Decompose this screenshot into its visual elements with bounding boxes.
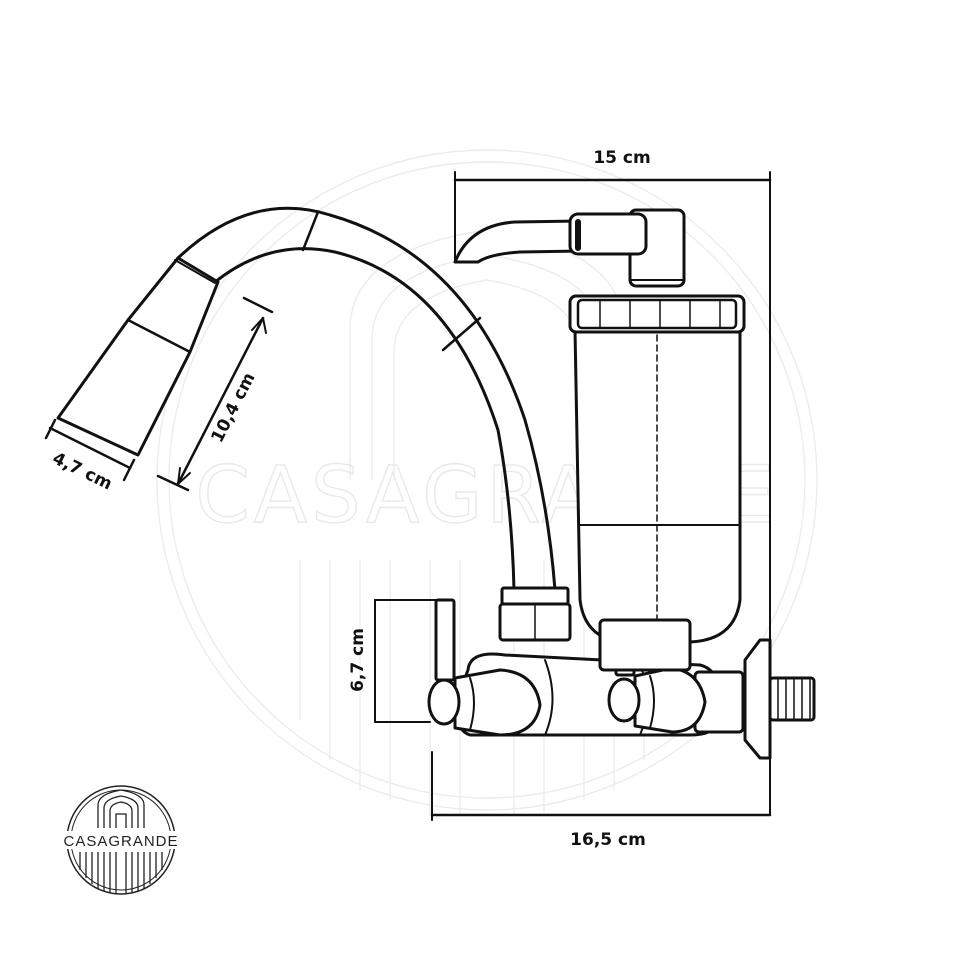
brand-logo: CASAGRANDE — [63, 785, 178, 895]
logo-emblem-icon — [79, 789, 163, 894]
spout-head — [56, 256, 220, 457]
spout-neck — [176, 206, 557, 592]
dimension-handle-height: 6,7 cm — [348, 599, 441, 723]
filter-outlet-spout — [453, 212, 648, 264]
dimension-label-handle-height: 6,7 cm — [348, 628, 368, 692]
dimension-label-base-width: 16,5 cm — [570, 830, 646, 850]
dimension-base-width: 16,5 cm — [430, 751, 772, 850]
logo-text: CASAGRANDE — [63, 833, 178, 850]
faucet-drawing — [56, 206, 816, 760]
left-valve — [427, 598, 542, 737]
wall-fitting — [743, 638, 816, 760]
neck-collar — [498, 586, 572, 642]
dimension-label-top-width: 15 cm — [593, 148, 650, 168]
dimension-label-spout-height: 10,4 cm — [207, 369, 259, 445]
filter-canister — [568, 208, 746, 672]
dimension-top-width: 15 cm — [453, 148, 772, 816]
